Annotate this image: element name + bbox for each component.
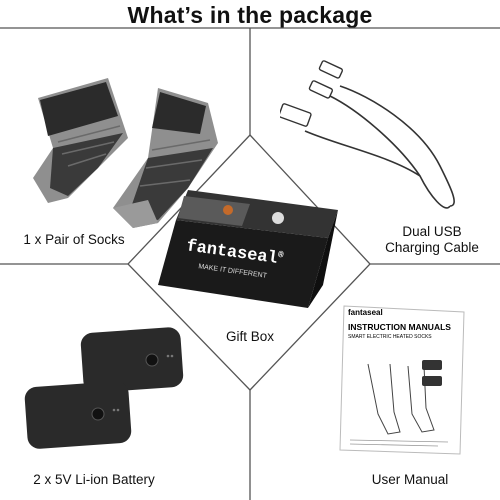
page-title: What’s in the package	[127, 2, 373, 28]
manual-subheading: SMART ELECTRIC HEATED SOCKS	[348, 334, 432, 340]
battery-image	[24, 327, 184, 449]
manual-brand: fantaseal	[348, 308, 383, 317]
usb-cable-image	[280, 60, 455, 209]
cable-caption-line1: Dual USB	[402, 224, 462, 239]
manual-caption: User Manual	[371, 472, 449, 487]
gift-box-caption: Gift Box	[225, 329, 274, 344]
manual-heading: INSTRUCTION MANUALS	[348, 322, 451, 332]
cable-caption: Dual USB Charging Cable	[372, 224, 492, 256]
battery-caption: 2 x 5V Li-ion Battery	[33, 472, 155, 487]
socks-image	[33, 78, 218, 228]
manual-image: fantaseal INSTRUCTION MANUALS SMART ELEC…	[338, 304, 468, 456]
gift-box-image: fantaseal® MAKE IT DIFFERENT	[158, 190, 338, 310]
socks-caption: 1 x Pair of Socks	[23, 232, 125, 247]
cable-caption-line2: Charging Cable	[385, 240, 479, 255]
